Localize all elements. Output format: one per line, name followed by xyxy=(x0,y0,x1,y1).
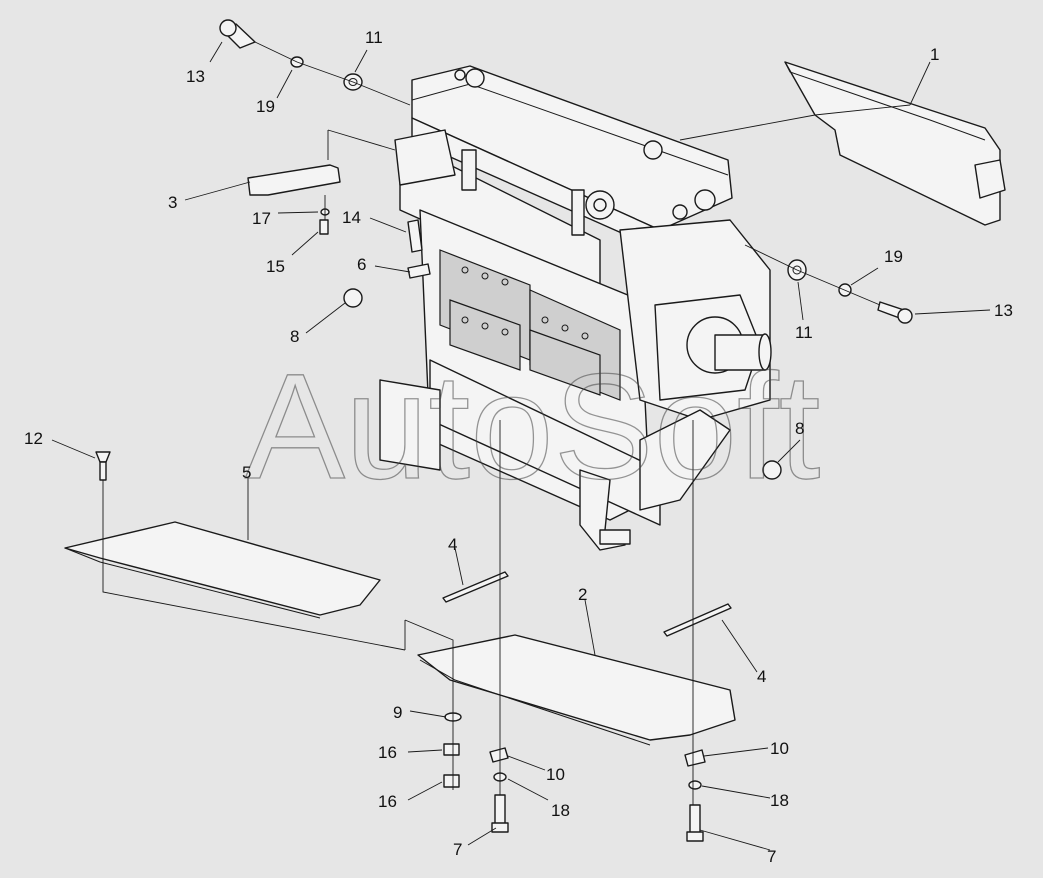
callout-13b: 13 xyxy=(994,301,1013,320)
callout-5: 5 xyxy=(242,463,251,482)
callout-labels: 1 2 3 4 4 5 6 7 7 8 8 9 10 10 11 11 12 1… xyxy=(24,28,1013,866)
callout-9: 9 xyxy=(393,703,402,722)
callout-2: 2 xyxy=(578,585,587,604)
part-1-side-cover xyxy=(784,61,1001,226)
part-3-bracket xyxy=(247,164,341,196)
callout-8b: 8 xyxy=(795,419,804,438)
part-2-lower-guard xyxy=(417,634,736,741)
callout-18a: 18 xyxy=(551,801,570,820)
assembly-axes xyxy=(102,41,881,805)
callout-6: 6 xyxy=(357,255,366,274)
callout-4b: 4 xyxy=(757,667,766,686)
callout-16b: 16 xyxy=(378,792,397,811)
callout-4a: 4 xyxy=(448,535,457,554)
part-5-left-guard xyxy=(64,521,381,616)
callout-8a: 8 xyxy=(290,327,299,346)
callout-7a: 7 xyxy=(453,840,462,859)
callout-1: 1 xyxy=(930,45,939,64)
callout-10a: 10 xyxy=(546,765,565,784)
callout-3: 3 xyxy=(168,193,177,212)
callout-12: 12 xyxy=(24,429,43,448)
callout-19a: 19 xyxy=(256,97,275,116)
callout-14: 14 xyxy=(342,208,361,227)
main-housing xyxy=(379,65,772,551)
callout-18b: 18 xyxy=(770,791,789,810)
leader-lines xyxy=(51,41,991,851)
callout-11b: 11 xyxy=(795,323,813,342)
callout-19b: 19 xyxy=(884,247,903,266)
callout-16a: 16 xyxy=(378,743,397,762)
watermark: AutoSoft xyxy=(245,342,820,510)
part-4-strip-a xyxy=(442,571,509,603)
part-4-strip-b xyxy=(663,603,732,637)
callout-7b: 7 xyxy=(767,847,776,866)
callout-10b: 10 xyxy=(770,739,789,758)
callout-17: 17 xyxy=(252,209,271,228)
callout-15: 15 xyxy=(266,257,285,276)
callout-11a: 11 xyxy=(365,28,383,47)
callout-13a: 13 xyxy=(186,67,205,86)
